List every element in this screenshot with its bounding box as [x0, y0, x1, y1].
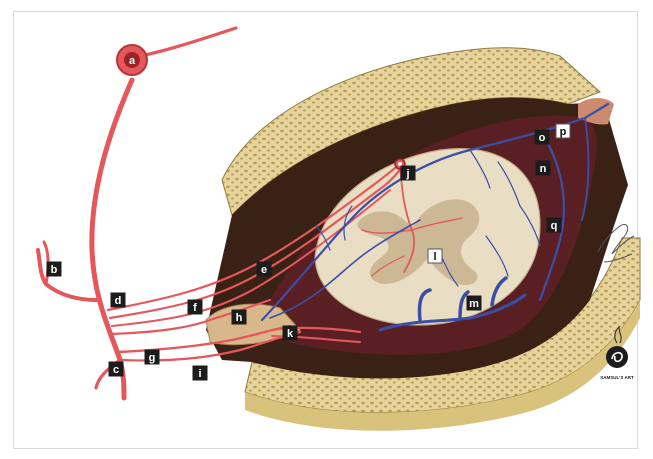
label-h: h: [232, 310, 246, 324]
label-q-text: q: [551, 220, 558, 232]
label-b: b: [47, 262, 61, 276]
label-l-text: l: [433, 251, 436, 263]
label-e-text: e: [261, 264, 267, 276]
label-c: c: [109, 362, 123, 376]
label-p: p: [556, 124, 570, 138]
label-e: e: [257, 262, 271, 276]
label-k-text: k: [287, 328, 294, 340]
label-m: m: [467, 296, 481, 310]
label-n: n: [536, 161, 550, 175]
label-h-text: h: [236, 312, 243, 324]
label-k: k: [283, 326, 297, 340]
label-j-text: j: [405, 168, 409, 180]
artist-logo-mark: [606, 346, 628, 368]
label-p-text: p: [560, 126, 567, 138]
label-m-text: m: [469, 298, 479, 310]
label-i-text: i: [198, 368, 201, 380]
label-f: f: [188, 300, 202, 314]
label-j: j: [401, 166, 415, 180]
label-b-text: b: [51, 264, 58, 276]
label-a-text: a: [129, 55, 136, 67]
label-n-text: n: [540, 163, 547, 175]
anterior-spinal-artery-lumen: [398, 162, 402, 166]
label-c-text: c: [113, 364, 119, 376]
label-o-text: o: [539, 132, 546, 144]
label-i: i: [193, 366, 207, 380]
label-q: q: [547, 218, 561, 232]
label-l: l: [428, 249, 442, 263]
label-g: g: [145, 350, 159, 364]
main-descending-artery: [92, 80, 132, 398]
label-d: d: [111, 293, 125, 307]
artist-logo-text: SAMSUL'S ART: [600, 375, 634, 380]
label-o: o: [535, 130, 549, 144]
label-f-text: f: [193, 302, 197, 314]
label-d-text: d: [115, 295, 122, 307]
posterior-artery-branch: [140, 28, 236, 56]
label-g-text: g: [149, 352, 156, 364]
